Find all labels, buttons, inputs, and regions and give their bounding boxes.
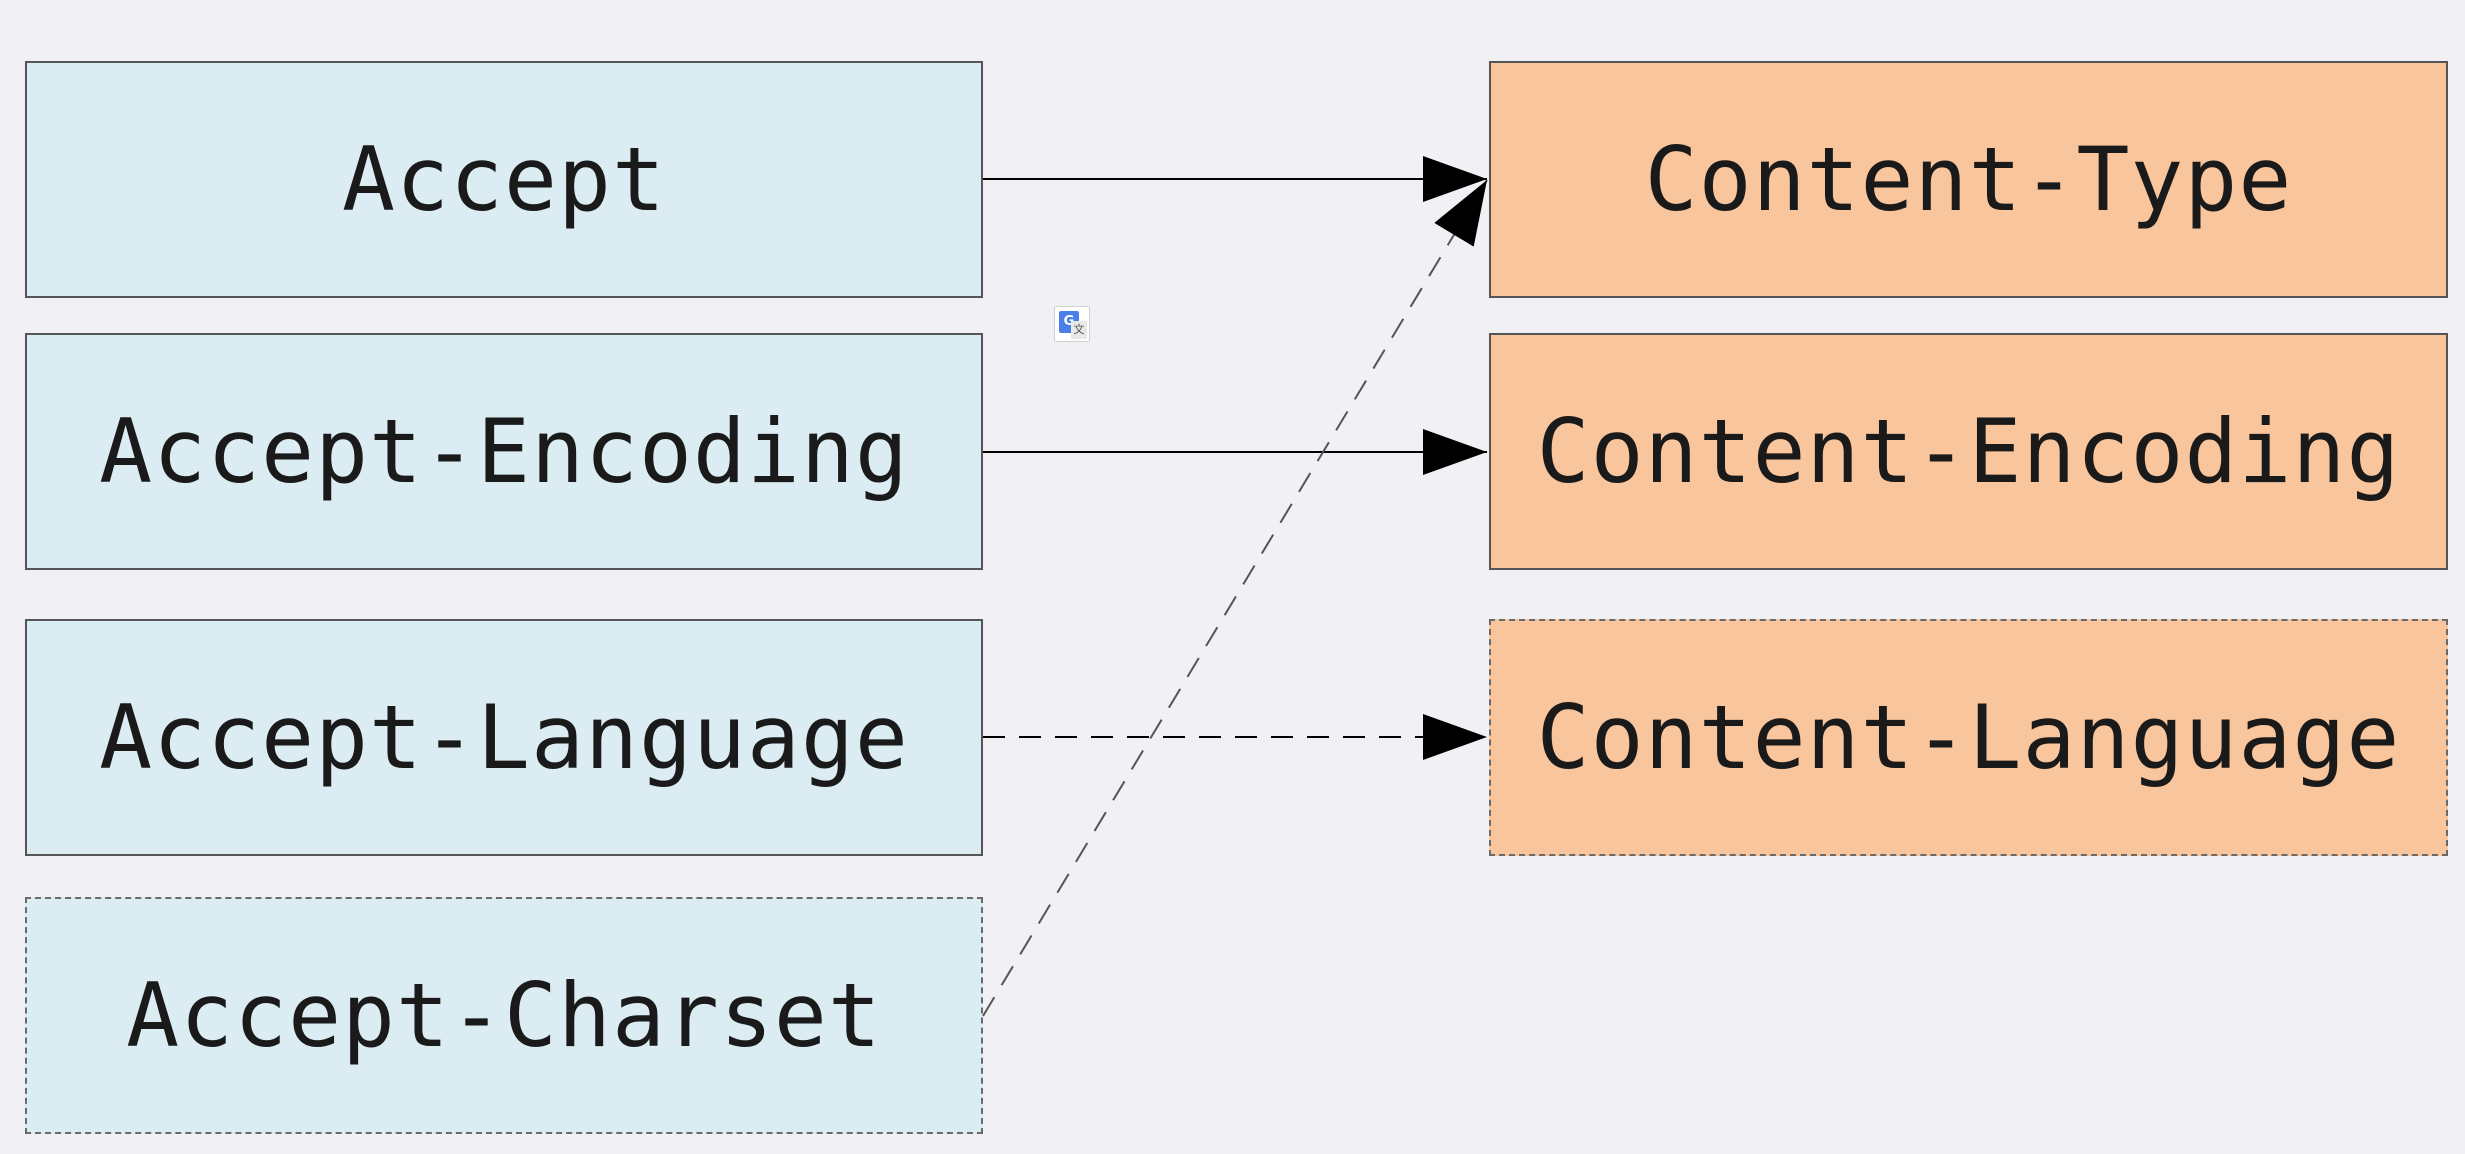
google-translate-icon[interactable]: G 文: [1054, 306, 1090, 342]
accept-language-box: Accept-Language: [25, 619, 983, 856]
accept-language-label: Accept-Language: [99, 686, 909, 789]
content-encoding-label: Content-Encoding: [1536, 400, 2401, 503]
content-type-box: Content-Type: [1489, 61, 2448, 298]
content-type-label: Content-Type: [1644, 128, 2293, 231]
accept-encoding-label: Accept-Encoding: [99, 400, 909, 503]
content-language-label: Content-Language: [1536, 686, 2401, 789]
accept-box: Accept: [25, 61, 983, 298]
accept-charset-box: Accept-Charset: [25, 897, 983, 1134]
accept-charset-label: Accept-Charset: [126, 964, 882, 1067]
accept-label: Accept: [342, 128, 666, 231]
content-language-box: Content-Language: [1489, 619, 2448, 856]
accept-encoding-box: Accept-Encoding: [25, 333, 983, 570]
content-encoding-box: Content-Encoding: [1489, 333, 2448, 570]
translate-text-glyph: 文: [1071, 321, 1087, 339]
